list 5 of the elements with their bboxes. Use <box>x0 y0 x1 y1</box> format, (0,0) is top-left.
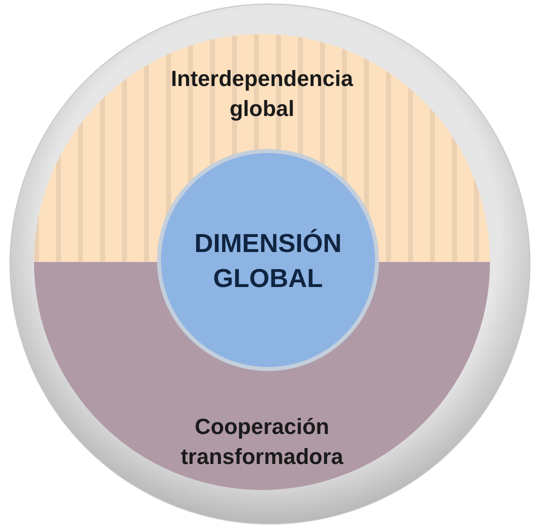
segment-label: Cooperación transformadora <box>180 413 344 471</box>
outer-ring <box>8 2 532 526</box>
segment-label: Interdependencia global <box>170 65 354 123</box>
center-circle <box>156 148 380 372</box>
center-title: DIMENSIÓN GLOBAL <box>193 227 343 296</box>
